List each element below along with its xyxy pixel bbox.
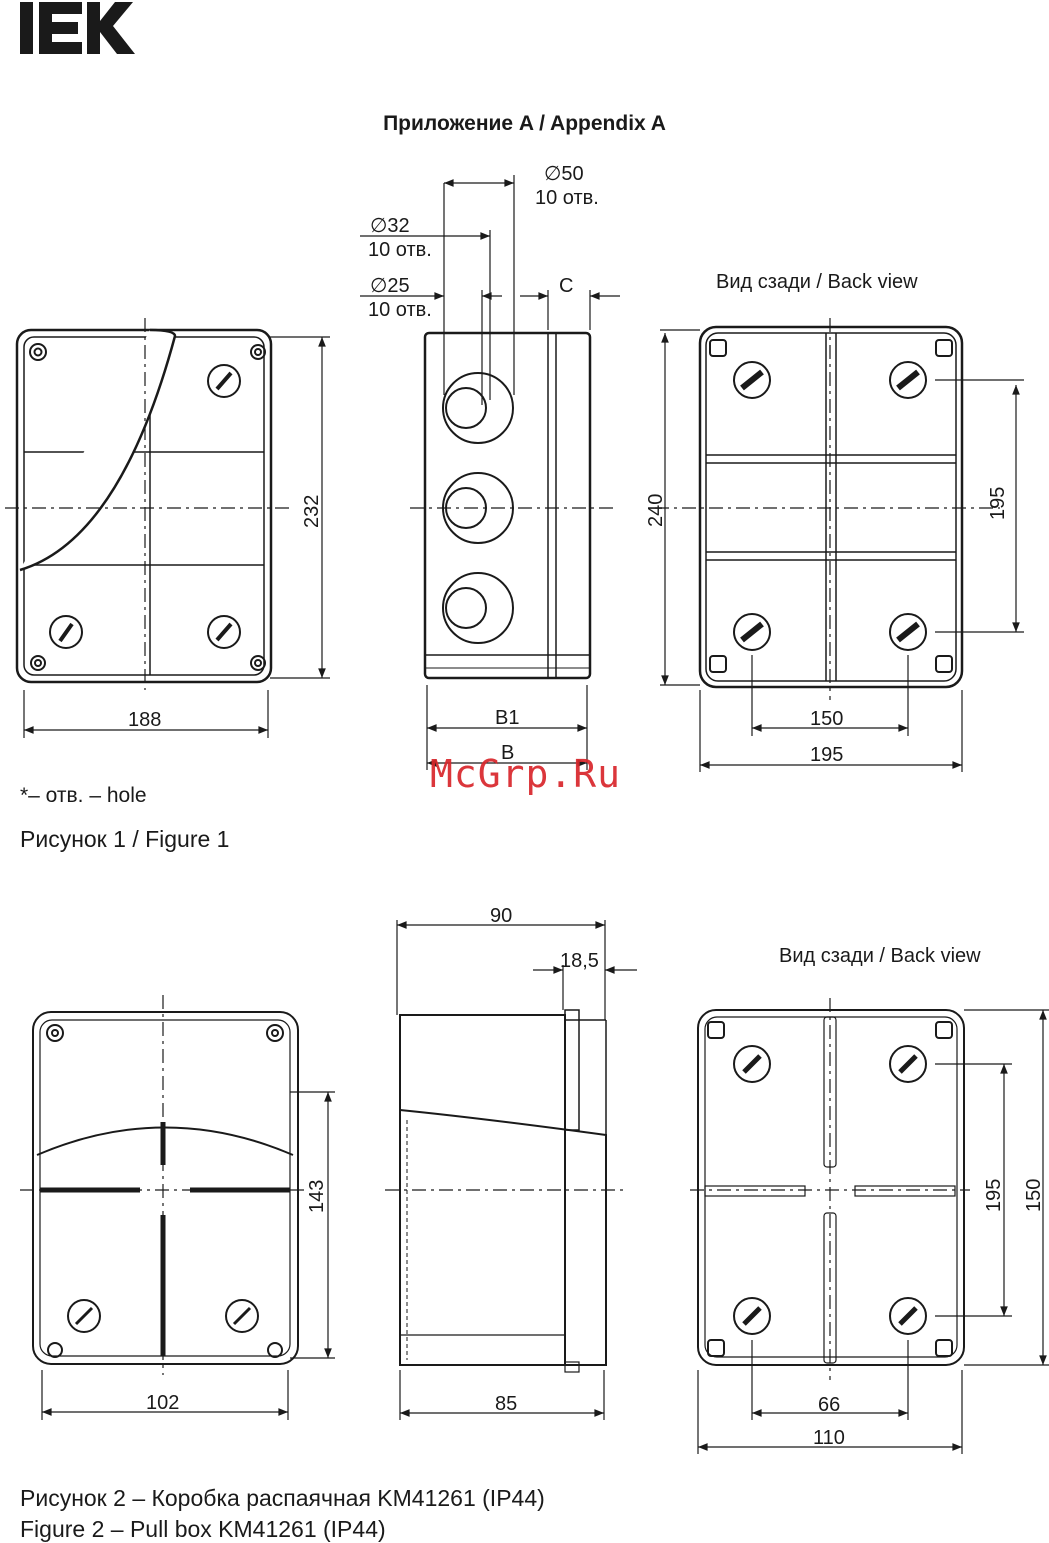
- dim-195-vertical-fig2: 195: [983, 1179, 1005, 1212]
- figure2-caption-ru: Рисунок 2 – Коробка распаячная KM41261 (…: [20, 1485, 545, 1512]
- fig2-side-view: [400, 1010, 606, 1372]
- dim-102: 102: [146, 1392, 179, 1414]
- fig2-back-view-label: Вид сзади / Back view: [779, 945, 981, 968]
- dim-18-5: 18,5: [560, 950, 599, 972]
- fig2-back-view: [698, 1010, 964, 1365]
- dim-143: 143: [306, 1180, 328, 1213]
- watermark: McGrp.Ru: [430, 752, 621, 796]
- fig2-front-view: [33, 1012, 298, 1364]
- dim-110: 110: [813, 1427, 845, 1449]
- dim-150-fig2: 150: [1023, 1179, 1045, 1212]
- dim-66: 66: [818, 1394, 840, 1416]
- dim-90: 90: [490, 905, 512, 927]
- dim-85: 85: [495, 1393, 517, 1415]
- figure2-caption-en: Figure 2 – Pull box KM41261 (IP44): [20, 1516, 386, 1543]
